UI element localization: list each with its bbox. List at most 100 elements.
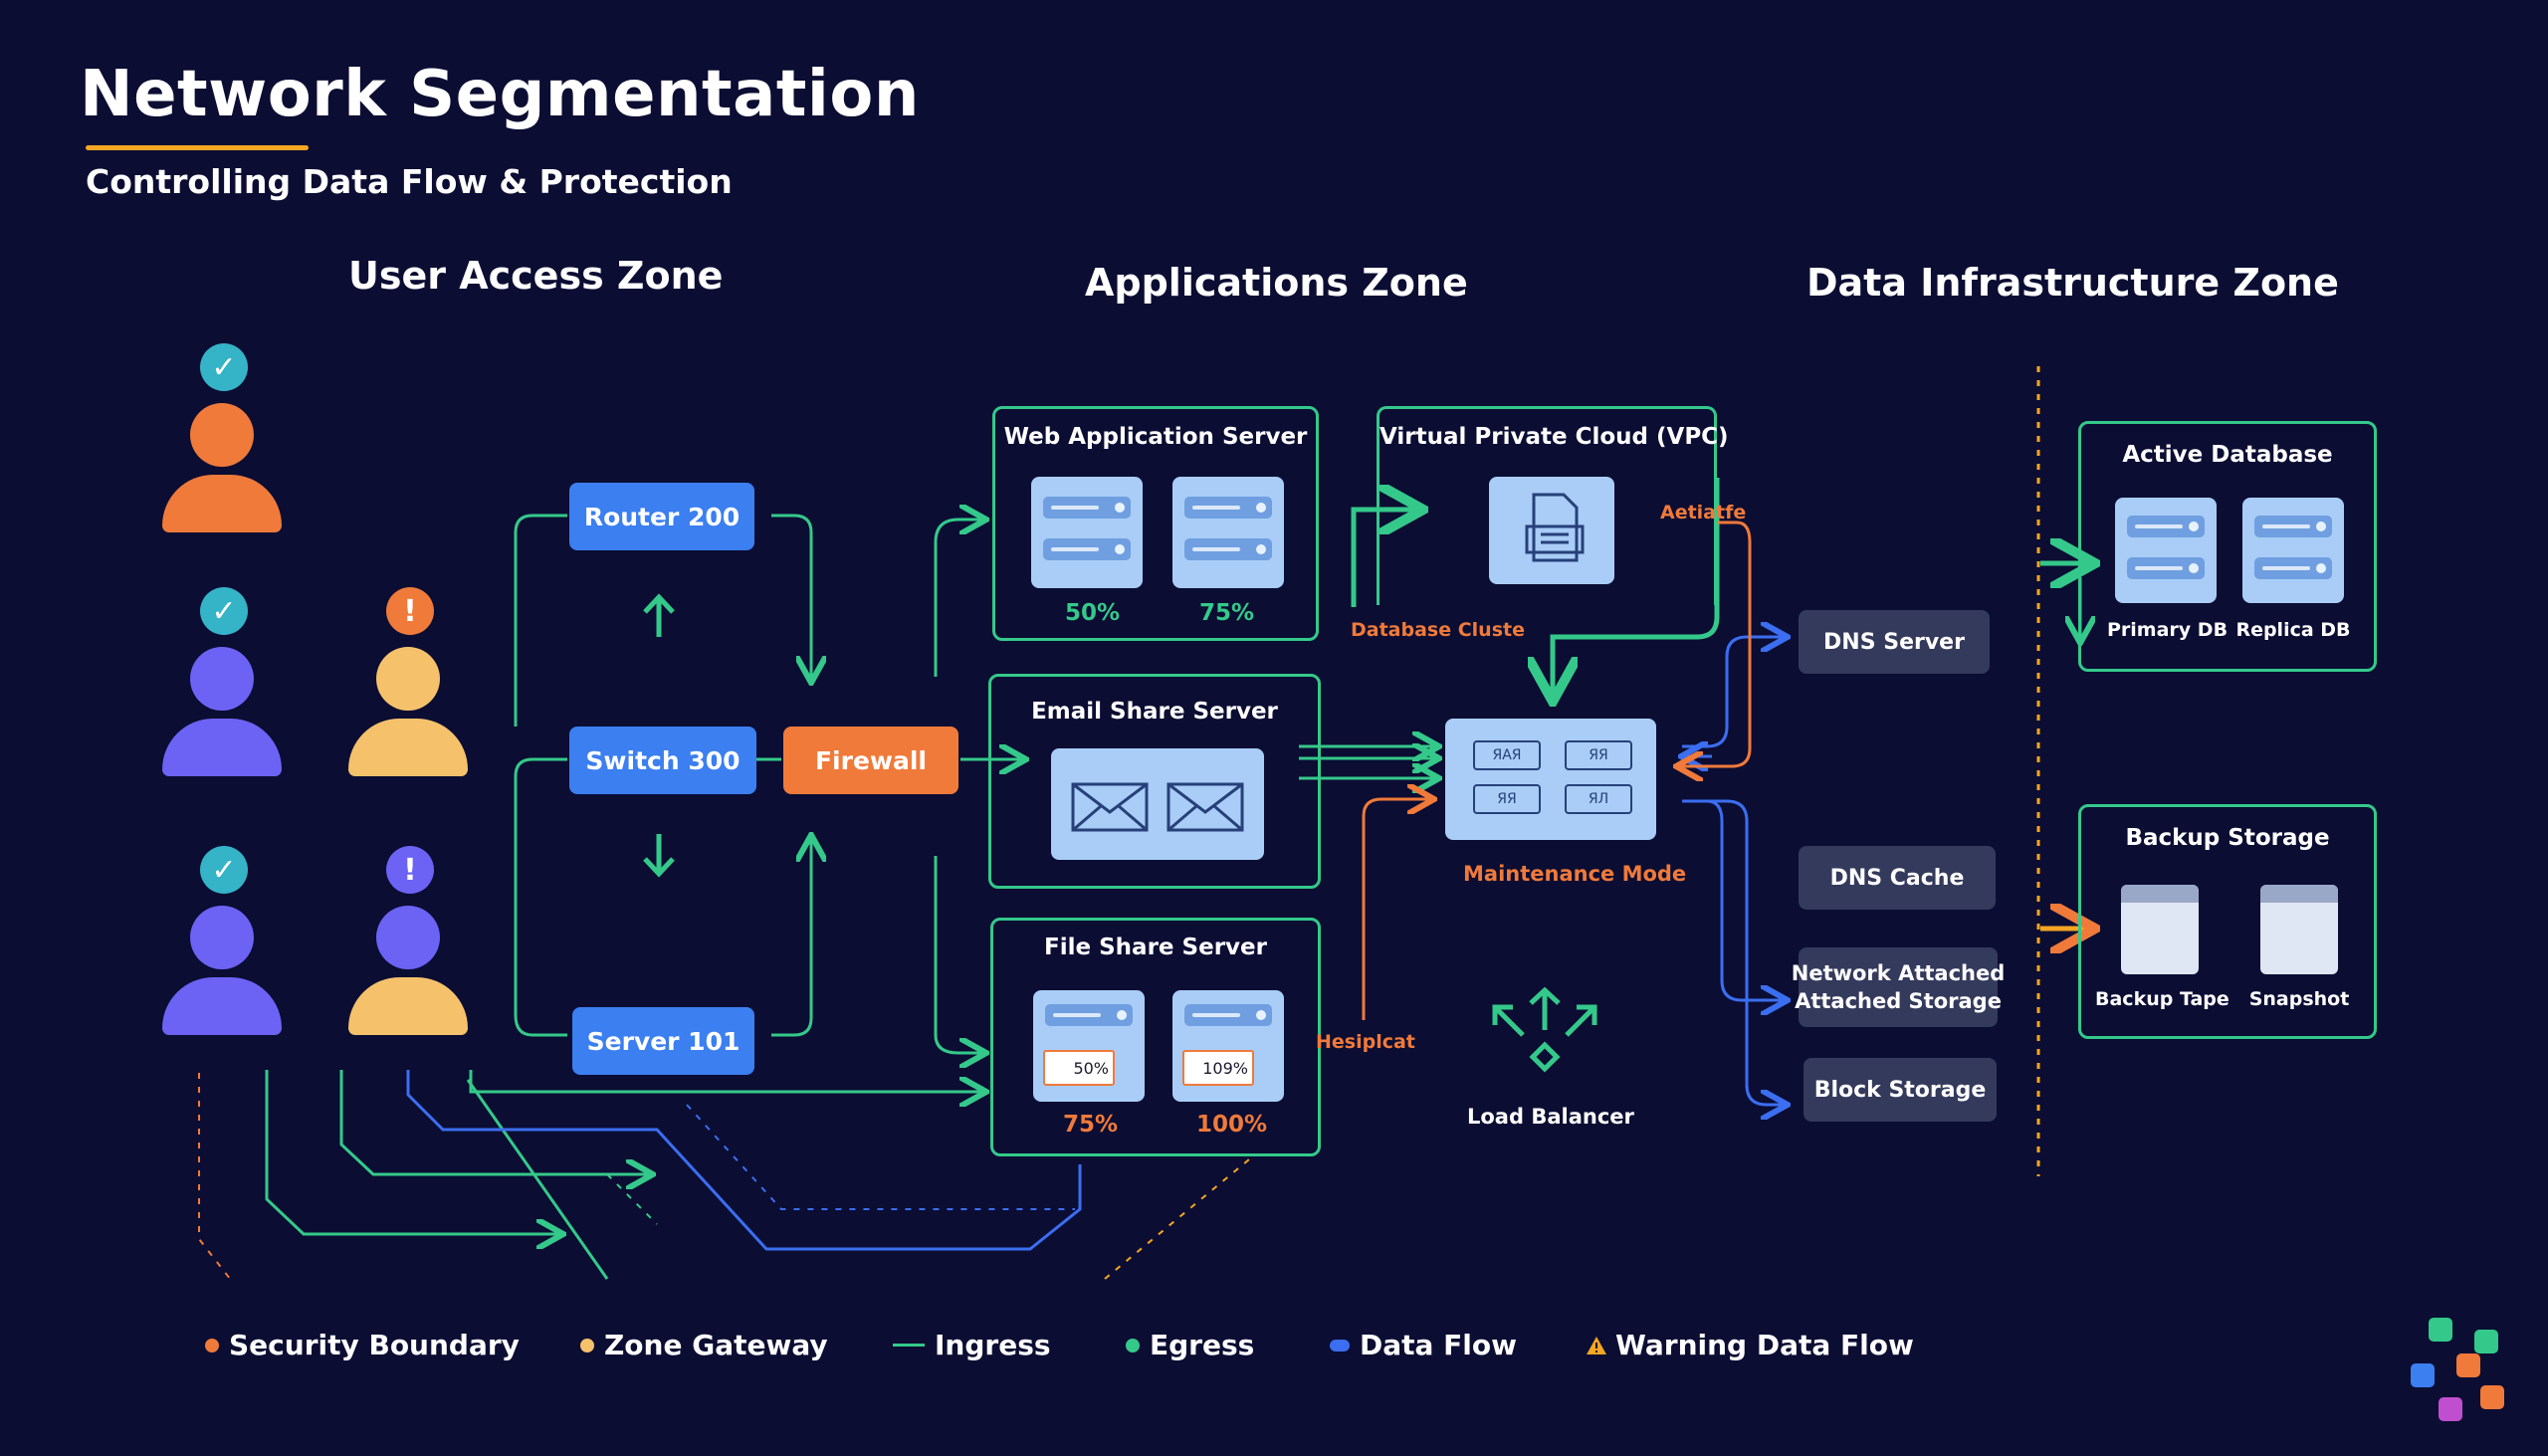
wire-left-router <box>514 514 567 727</box>
file-percent-badge: 50% <box>1043 1050 1115 1086</box>
boundary-dotted-mid2 <box>606 1173 658 1225</box>
panel-title: Virtual Private Cloud (VPC) <box>1380 424 1729 450</box>
label-database-cluste: Database Cluste <box>1351 619 1525 641</box>
arrow-up-router <box>643 593 675 637</box>
nas-label-line-2: Attached Storage <box>1795 989 2002 1013</box>
database-icon <box>2115 498 2217 603</box>
wire-server-right <box>771 841 811 1037</box>
user-body <box>162 475 282 532</box>
legend-egress: Egress <box>1126 1329 1254 1361</box>
wire-left-server <box>514 866 567 1037</box>
status-tile: ЯАЯ <box>1473 740 1541 770</box>
boundary-dotted-mid1 <box>686 1104 1075 1210</box>
check-icon: ✓ <box>200 846 248 894</box>
load-balancer-glyph <box>1492 986 1597 1073</box>
wire-web-vpc <box>1351 510 1413 607</box>
warning-icon <box>1587 1336 1606 1354</box>
legend-zone-gateway: Zone Gateway <box>580 1329 828 1361</box>
backup-tape-icon <box>2121 885 2199 974</box>
wire-hesiplcat <box>1362 799 1428 1020</box>
title-underline <box>86 145 309 150</box>
envelope-icon <box>1071 782 1244 832</box>
user-5[interactable]: ! <box>348 846 468 1035</box>
wire-maint-block <box>1682 799 1782 1105</box>
firewall[interactable]: Firewall <box>783 727 958 794</box>
database-icon <box>2242 498 2344 603</box>
user-body <box>162 719 282 776</box>
zone-title-data-infrastructure: Data Infrastructure Zone <box>1806 261 2339 305</box>
backup-storage[interactable]: Backup Storage Backup Tape Snapshot <box>2078 804 2377 1039</box>
boundary-dotted-mid3 <box>1104 1158 1250 1280</box>
label-primary-db: Primary DB <box>2107 619 2229 641</box>
document-icon <box>1489 477 1614 584</box>
panel-title: Email Share Server <box>1031 699 1278 725</box>
legend-line <box>893 1344 925 1347</box>
maintenance-mode-node[interactable]: ЯАЯ ЯЯ ЯЯ ЯЛ <box>1445 719 1656 840</box>
user-body <box>162 977 282 1035</box>
wire-router-right <box>771 514 811 677</box>
panel-title: Active Database <box>2122 442 2333 468</box>
switch-300[interactable]: Switch 300 <box>569 727 756 794</box>
nas-label-line-1: Network Attached <box>1791 961 2006 985</box>
label-aetiatfe: Aetiatfe <box>1660 502 1747 523</box>
active-database[interactable]: Active Database Primary DB Replica DB <box>2078 421 2377 672</box>
legend-label: Zone Gateway <box>604 1329 828 1361</box>
virtual-private-cloud[interactable]: Virtual Private Cloud (VPC) <box>1377 406 1729 605</box>
user-head <box>190 906 254 969</box>
legend-label: Egress <box>1150 1329 1255 1361</box>
legend-pill <box>1330 1339 1350 1352</box>
legend-security-boundary: Security Boundary <box>205 1329 520 1361</box>
wire-bottom-diag <box>466 1079 609 1280</box>
label-backup-tape: Backup Tape <box>2095 988 2230 1010</box>
snapshot-icon <box>2260 885 2338 974</box>
arrow-down-server <box>643 834 675 878</box>
boundary-dotted-left <box>198 1073 235 1285</box>
user-head <box>190 647 254 711</box>
legend-warning-data-flow: Warning Data Flow <box>1586 1329 1914 1361</box>
user-body <box>348 719 468 776</box>
wire-to-file <box>934 856 980 1053</box>
load-percent: 75% <box>1199 600 1255 626</box>
email-share-server[interactable]: Email Share Server <box>988 674 1321 889</box>
router-200[interactable]: Router 200 <box>569 483 754 550</box>
user-2[interactable]: ✓ <box>162 587 282 776</box>
wire-vpc-maint <box>1553 478 1720 692</box>
server-icon <box>1172 477 1284 588</box>
server-101[interactable]: Server 101 <box>572 1007 754 1075</box>
status-tile: ЯЛ <box>1565 784 1632 814</box>
wire-to-web <box>934 520 980 677</box>
page-subtitle: Controlling Data Flow & Protection <box>86 162 733 201</box>
panel-title: Backup Storage <box>2125 825 2330 851</box>
file-share-server[interactable]: File Share Server 50% 109% 75% 100% <box>990 918 1321 1156</box>
wire-bottom-user2 <box>339 1070 647 1174</box>
check-icon: ✓ <box>200 587 248 635</box>
network-attached-storage[interactable]: Network Attached Attached Storage <box>1792 947 2005 1027</box>
user-4[interactable]: ! <box>348 587 468 776</box>
dns-cache[interactable]: DNS Cache <box>1799 846 1996 910</box>
user-head <box>376 906 440 969</box>
legend-dot <box>580 1338 594 1352</box>
block-storage[interactable]: Block Storage <box>1804 1058 1997 1122</box>
legend-dot <box>1126 1338 1140 1352</box>
label-load-balancer: Load Balancer <box>1467 1105 1634 1129</box>
dns-server[interactable]: DNS Server <box>1799 610 1990 674</box>
check-icon: ✓ <box>200 343 248 391</box>
user-3[interactable]: ✓ <box>162 846 282 1035</box>
mail-icon-box <box>1051 748 1264 860</box>
page-title: Network Segmentation <box>80 58 920 131</box>
legend-dot <box>205 1338 219 1352</box>
brand-logo-icon <box>2409 1314 2504 1423</box>
alert-icon: ! <box>386 846 434 894</box>
status-tile: ЯЯ <box>1565 740 1632 770</box>
user-head <box>376 647 440 711</box>
user-1[interactable]: ✓ <box>162 343 282 532</box>
load-percent: 75% <box>1063 1112 1119 1138</box>
legend-label: Warning Data Flow <box>1615 1329 1914 1361</box>
web-application-server[interactable]: Web Application Server 50% 75% <box>992 406 1319 641</box>
load-percent: 100% <box>1196 1112 1268 1138</box>
load-percent: 50% <box>1065 600 1121 626</box>
status-tile: ЯЯ <box>1473 784 1541 814</box>
user-body <box>348 977 468 1035</box>
alert-icon: ! <box>386 587 434 635</box>
